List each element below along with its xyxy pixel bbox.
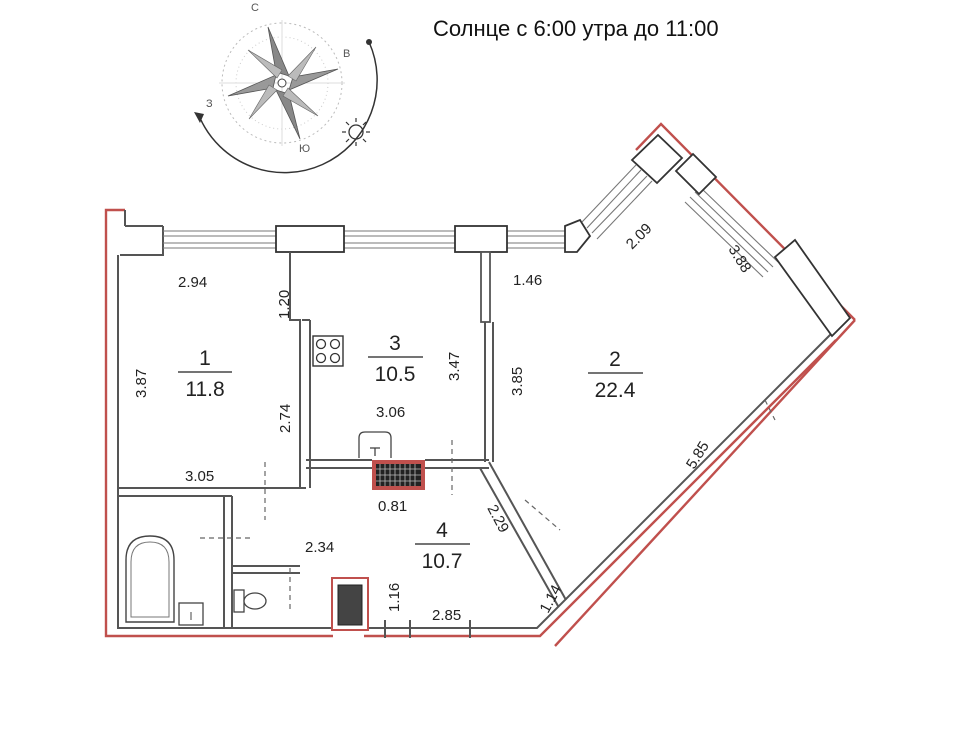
door-marks xyxy=(200,399,776,610)
dim-room1-right-upper: 1.20 xyxy=(276,290,293,319)
dim-room1-bottom: 3.05 xyxy=(185,468,214,485)
inner-wall-lines xyxy=(117,210,832,629)
compass-east-label: В xyxy=(343,48,350,60)
compass-north-label: С xyxy=(251,2,259,14)
room-area: 10.7 xyxy=(422,550,463,573)
dim-hall-shaft-side: 1.16 xyxy=(386,583,403,612)
dim-room2-left: 3.85 xyxy=(509,367,526,396)
compass-west-label: З xyxy=(206,98,213,110)
room-area: 22.4 xyxy=(595,379,636,402)
room-2-label: 2 22.4 xyxy=(588,348,643,402)
stove-icon xyxy=(312,335,344,367)
dim-hall-bottom: 2.85 xyxy=(432,607,461,624)
dim-room3-right: 3.47 xyxy=(446,352,463,381)
room-number: 2 xyxy=(609,348,621,371)
dim-hall-corner: 1.14 xyxy=(537,582,566,616)
room-area: 11.8 xyxy=(185,378,224,401)
room-number: 3 xyxy=(389,332,401,355)
compass-south-label: Ю xyxy=(299,143,310,155)
dim-vent-width: 0.81 xyxy=(378,498,407,515)
room-3-label: 3 10.5 xyxy=(368,332,423,386)
dim-hall-diagonal: 2.29 xyxy=(483,502,512,536)
dim-room1-right-lower: 2.74 xyxy=(277,404,294,433)
angled-window xyxy=(581,133,684,240)
room-4-label: 4 10.7 xyxy=(415,519,470,573)
room-number: 1 xyxy=(199,347,211,370)
bathtub-icon xyxy=(125,535,175,623)
dim-room2-top-left: 1.46 xyxy=(513,272,542,289)
dim-room2-angle-top: 2.09 xyxy=(623,220,656,253)
room-number: 4 xyxy=(436,519,448,542)
dim-room3-bottom: 3.06 xyxy=(376,404,405,421)
toilet-icon xyxy=(233,589,267,613)
room-area: 10.5 xyxy=(375,363,416,386)
dim-hall-bath-wall: 2.34 xyxy=(305,539,334,556)
sun-path xyxy=(194,39,378,174)
sun-hours-caption: Солнце с 6:00 утра до 11:00 xyxy=(433,16,719,41)
dim-room2-angle-right: 3.88 xyxy=(725,242,755,276)
right-window xyxy=(674,152,852,338)
room-1-label: 1 11.8 xyxy=(178,347,232,401)
vent-grille-icon xyxy=(372,460,425,490)
sun-icon xyxy=(342,118,370,146)
compass-rose-icon: С В Ю З xyxy=(206,2,350,155)
interior-walls xyxy=(118,251,567,638)
dim-room1-top: 2.94 xyxy=(178,274,207,291)
sink-icon xyxy=(358,431,392,458)
dim-room1-left: 3.87 xyxy=(133,369,150,398)
washbasin-icon xyxy=(178,602,204,626)
top-window xyxy=(163,218,592,253)
